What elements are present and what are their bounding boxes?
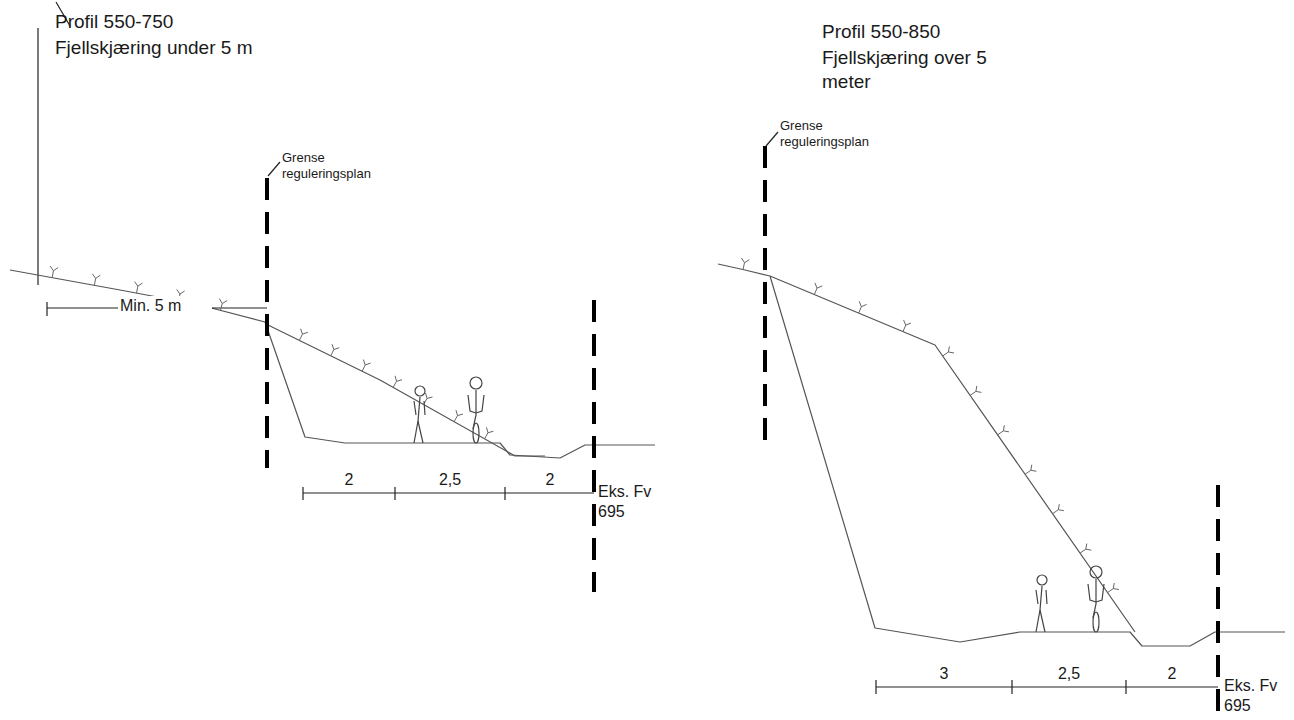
dimension-tick: [504, 487, 505, 500]
dimension-tick: [46, 302, 47, 316]
terrain-mark: [299, 329, 307, 341]
terrain-mark: [331, 344, 339, 356]
dimension-line: [303, 492, 594, 493]
dimension-tick: [1011, 680, 1012, 694]
boundary-line: [763, 146, 767, 445]
terrain-mark: [1053, 504, 1064, 514]
terrain-mark: [485, 427, 494, 439]
pole-line: [37, 28, 38, 285]
dimension-number: 2,5: [420, 470, 480, 490]
dimension-label: Min. 5 m: [118, 296, 212, 316]
terrain-mark: [943, 346, 954, 356]
terrain-line: [10, 270, 265, 322]
cut-profile: [770, 276, 1285, 646]
terrain-mark: [219, 299, 227, 311]
road-label: Eks. Fv 695: [598, 482, 660, 522]
dimension-number: 3: [914, 664, 974, 684]
terrain-mark: [903, 320, 911, 332]
pedestrian-figure: [414, 386, 425, 443]
dimension-number: 2,5: [1039, 664, 1099, 684]
terrain-mark: [970, 386, 981, 396]
terrain-mark: [998, 425, 1009, 435]
terrain-mark: [393, 376, 402, 388]
dimension-number: 2: [520, 470, 580, 490]
road-label: Eks. Fv 695: [1224, 676, 1288, 716]
terrain-mark: [814, 283, 822, 295]
terrain-mark: [859, 301, 867, 313]
profile-subheading: Fjellskjæring over 5 meter: [822, 46, 1027, 94]
pedestrian-figure: [1036, 575, 1047, 632]
boundary-line: [592, 300, 596, 592]
terrain-mark: [50, 266, 58, 278]
dimension-tick: [394, 487, 395, 500]
terrain-mark: [92, 274, 100, 286]
terrain-mark: [424, 393, 433, 405]
profile-subheading: Fjellskjæring under 5 m: [55, 36, 315, 60]
terrain-mark: [135, 282, 143, 294]
boundary-line: [265, 178, 269, 468]
boundary-label: Grense reguleringsplan: [780, 118, 890, 151]
terrain-marks: [50, 258, 1119, 593]
dimension-number: 2: [319, 470, 379, 490]
existing-terrain: [268, 325, 545, 456]
dimension-tick: [302, 487, 303, 500]
terrain-mark: [741, 258, 749, 270]
people-figures: [414, 377, 1104, 632]
cut-profile: [265, 322, 655, 458]
dimension-tick: [1125, 680, 1126, 694]
terrain-mark: [1080, 544, 1091, 554]
dimension-tick: [875, 680, 876, 694]
profile-heading: Profil 550-750: [55, 10, 315, 34]
terrain-mark: [1108, 583, 1119, 593]
cyclist-figure: [1088, 566, 1104, 632]
existing-terrain: [770, 276, 1135, 632]
boundary-label: Grense reguleringsplan: [282, 150, 392, 183]
leader-line: [766, 132, 778, 146]
cyclist-figure: [468, 377, 484, 443]
terrain-mark: [362, 360, 370, 372]
leader-line: [268, 162, 280, 176]
dimension-number: 2: [1142, 664, 1202, 684]
terrain-mark: [1025, 465, 1036, 475]
boundary-line: [1216, 485, 1220, 720]
dimension-line: [876, 686, 1218, 687]
terrain-mark: [454, 410, 463, 422]
profile-heading: Profil 550-850: [822, 20, 1027, 44]
